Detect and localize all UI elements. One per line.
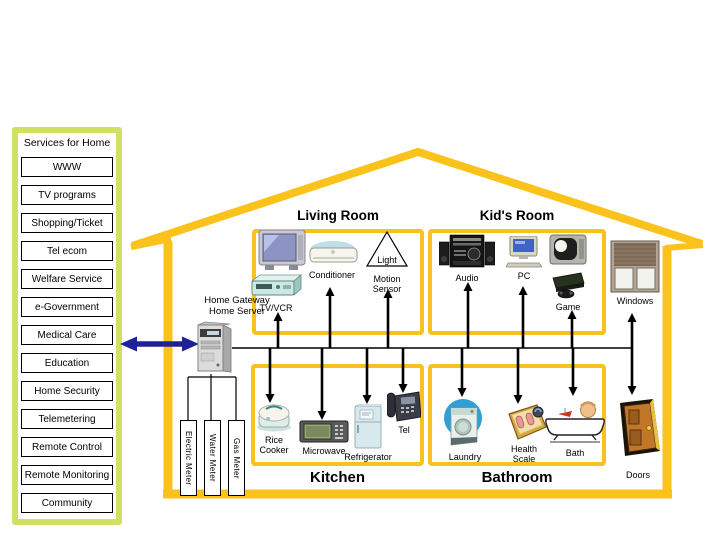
device-label: Conditioner [308,270,356,280]
bathroom-title: Bathroom [481,469,553,486]
service-item-medical-care: Medical Care [21,325,113,345]
stereo-audio-icon [439,234,495,268]
home-gateway-label: Home Gateway Home Server [204,295,270,318]
device-label: TV/VCR [259,303,293,313]
living-room-title: Living Room [297,208,379,223]
service-item-welfare: Welfare Service [21,269,113,289]
water-meter: Water Meter [204,420,221,496]
device-label: Refrigerator [344,452,392,462]
device-label: Audio [455,273,479,283]
washing-machine-icon [444,399,482,446]
kitchen-box [251,364,424,466]
link-services-gateway [120,336,199,352]
service-item-egovernment: e-Government [21,297,113,317]
home-server [194,321,234,375]
service-item-shopping-ticket: Shopping/Ticket [21,213,113,233]
service-item-community: Community [21,493,113,513]
device-label: Bath [565,448,585,458]
device-label: Windows [616,296,654,306]
device-rice-cooker: Rice Cooker [252,403,296,456]
refrigerator-icon [354,404,382,449]
vcr-icon [250,274,302,296]
device-tv-vcr: TV/VCR [249,274,303,313]
services-panel-title: Services for Home [23,137,111,149]
arrow-windows-doors [627,313,637,395]
device-health-scale: Health Scale [499,403,549,465]
device-audio: Audio [438,233,496,283]
kids-room-title: Kid's Room [479,208,555,223]
service-item-telemetering: Telemetering [21,409,113,429]
device-label: Laundry [448,452,482,462]
service-item-home-security: Home Security [21,381,113,401]
game-console-icon [552,272,585,299]
tv-icon [258,230,306,270]
air-conditioner-icon [309,241,358,263]
service-item-education: Education [21,353,113,373]
device-pc: PC [505,236,543,281]
device-label: Microwave [302,446,346,456]
device-bath: Bath [543,400,607,458]
window-blinds-icon [610,240,660,293]
device-label: Motion Sensor [372,274,402,295]
device-conditioner: Conditioner [302,240,362,280]
rice-cooker-icon [257,404,291,432]
device-tel: Tel [385,390,423,435]
device-windows: Windows [609,240,661,306]
health-scale-icon [508,404,547,440]
service-item-www: WWW [21,157,113,177]
device-label: Tel [398,425,410,435]
device-tv [256,230,308,272]
device-label: Rice Cooker [259,435,289,456]
game-tv-icon [549,234,587,265]
device-motion-sensor: Motion Sensor [360,271,414,295]
device-game: Game [548,234,588,312]
device-doors: Doors [612,398,664,480]
device-light: Light [364,230,410,268]
microwave-icon [299,420,349,443]
service-item-telecom: Tel ecom [21,241,113,261]
services-for-home-panel: Services for Home WWW TV programs Shoppi… [12,127,122,525]
kitchen-title: Kitchen [309,469,365,486]
bathtub-icon [545,401,605,443]
light-label: Light [377,255,397,265]
device-label: Game [555,302,581,312]
light-sensor-icon: Light [365,230,409,267]
service-item-remote-monitoring: Remote Monitoring [21,465,113,485]
server-tower-icon [197,321,232,373]
service-item-remote-control: Remote Control [21,437,113,457]
gas-meter: Gas Meter [228,420,245,496]
device-laundry: Laundry [439,398,491,462]
device-microwave: Microwave [297,420,351,456]
electric-meter: Electric Meter [180,420,197,496]
door-icon [620,399,660,456]
telephone-icon [387,391,421,422]
pc-icon [506,236,542,268]
device-label: Health Scale [510,444,537,465]
device-label: PC [517,271,531,281]
device-refrigerator: Refrigerator [340,404,396,462]
device-label: Doors [625,470,650,480]
service-item-tv-programs: TV programs [21,185,113,205]
